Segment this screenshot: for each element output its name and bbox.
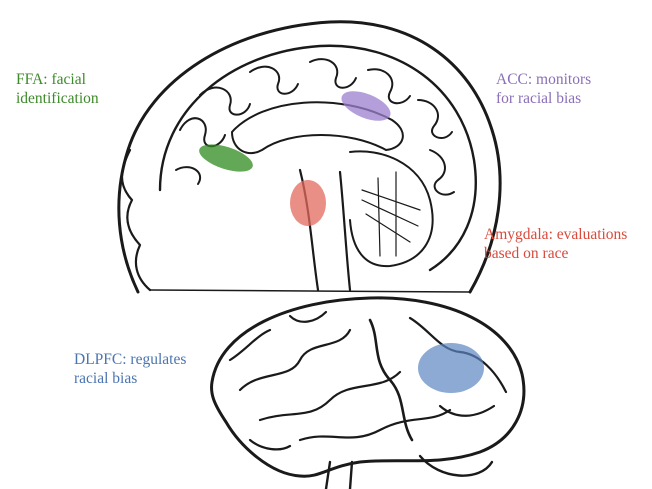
- lateral-brain-illustration: [212, 298, 524, 489]
- acc-label-line2: for racial bias: [496, 89, 591, 108]
- dlpfc-region: [418, 343, 484, 393]
- amygdala-label: Amygdala: evaluations based on race: [484, 225, 627, 263]
- ffa-label-line2: identification: [16, 89, 99, 108]
- dlpfc-label-line2: racial bias: [74, 369, 186, 388]
- dlpfc-label: DLPFC: regulates racial bias: [74, 350, 186, 388]
- acc-label: ACC: monitors for racial bias: [496, 70, 591, 108]
- ffa-label-line1: FFA: facial: [16, 70, 99, 89]
- ffa-label: FFA: facial identification: [16, 70, 99, 108]
- acc-label-line1: ACC: monitors: [496, 70, 591, 89]
- amygdala-label-line2: based on race: [484, 244, 627, 263]
- amygdala-label-line1: Amygdala: evaluations: [484, 225, 627, 244]
- amygdala-region: [290, 180, 326, 226]
- acc-region: [337, 85, 394, 127]
- dlpfc-label-line1: DLPFC: regulates: [74, 350, 186, 369]
